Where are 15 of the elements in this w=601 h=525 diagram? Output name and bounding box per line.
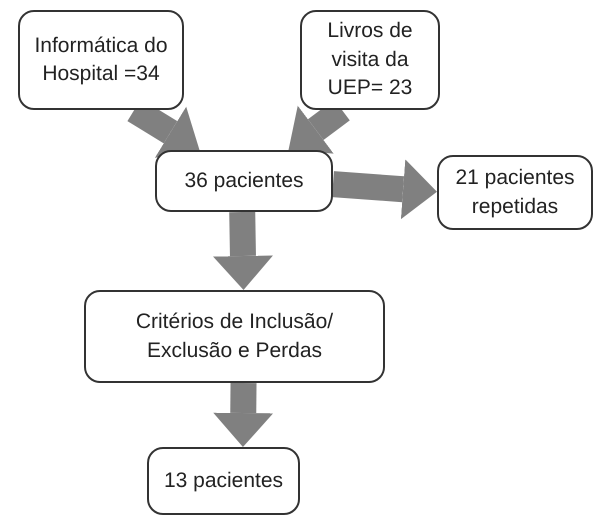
block-arrow xyxy=(332,159,437,220)
box-label: 21 pacientes repetidas xyxy=(454,165,576,220)
process-box xyxy=(18,10,184,110)
process-box xyxy=(437,155,593,230)
process-box xyxy=(155,150,333,212)
box-label: Informática do Hospital =34 xyxy=(33,32,169,87)
box-label: 36 pacientes xyxy=(184,168,304,194)
box-label: 13 pacientes xyxy=(164,468,284,494)
process-box xyxy=(84,290,385,383)
box-label: Critérios de Inclusão/ Exclusão e Perdas xyxy=(134,309,334,364)
box-label: Livros de visita da UEP= 23 xyxy=(326,18,414,102)
block-arrow xyxy=(213,382,274,447)
block-arrow xyxy=(212,212,273,290)
process-box xyxy=(147,447,300,515)
process-box xyxy=(300,10,440,110)
